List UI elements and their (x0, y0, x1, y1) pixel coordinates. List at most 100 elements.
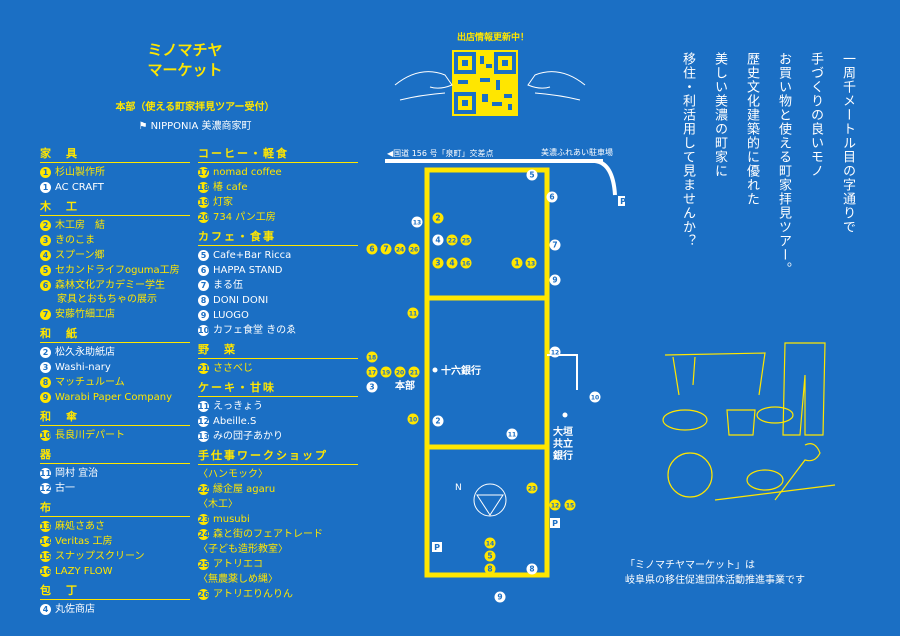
shop-name-wrap: nomad coffee (213, 165, 282, 180)
map-road-side (547, 354, 578, 390)
shop-name: AC CRAFT (55, 182, 104, 193)
map-marker (494, 591, 506, 603)
qr-code[interactable] (452, 50, 518, 116)
map-marker-number: 14 (486, 541, 494, 548)
footer-note: 「ミノマチヤマーケット」は 岐阜県の移住促進団体活動推進事業です (625, 558, 805, 588)
map-marker-number: 16 (462, 261, 470, 268)
qr-code-icon (454, 52, 516, 114)
map-marker (446, 257, 458, 269)
map-marker (549, 499, 561, 511)
shop-name: 〈子ども造形教室〉 (198, 544, 288, 555)
vertical-text-4: 歴史文化建築的に優れた (744, 52, 759, 206)
shop-name-wrap: 長良川デパート (55, 428, 125, 443)
bank2-dot (562, 412, 568, 418)
shop-number-badge: 10 (198, 325, 210, 336)
shop-name-wrap: きのこま (55, 233, 95, 248)
shop-name-wrap: LAZY FLOW (55, 564, 113, 579)
shop-name-wrap: マッチュルーム (55, 375, 125, 390)
qr-caption: 出店情報更新中！ (456, 33, 529, 43)
shop-name: LUOGO (213, 310, 249, 321)
map-marker (432, 234, 444, 246)
map-marker (366, 243, 378, 255)
map-marker (432, 415, 444, 427)
shop-name: 森と街のフェアトレード (213, 529, 323, 540)
shop-name-wrap: 岡村 宜治 (55, 466, 98, 481)
shop-name: 安藤竹細工店 (55, 309, 115, 320)
map-marker-number: 18 (368, 355, 376, 362)
shop-name-wrap: Cafe+Bar Ricca (213, 248, 291, 263)
shop-number-badge: 4 (40, 604, 51, 615)
shop-item: 〈無農薬しめ縄〉 (198, 572, 358, 587)
map-marker-number: 26 (410, 247, 418, 254)
map-marker-number: 6 (369, 245, 374, 254)
shop-name: ささべじ (213, 363, 253, 374)
shop-name-wrap: 〈ハンモック〉 (198, 467, 268, 482)
shop-name-wrap: セカンドライフoguma工房 (55, 263, 180, 278)
map-marker (526, 563, 538, 575)
map-marker (526, 169, 538, 181)
shop-name: 丸佐商店 (55, 604, 95, 615)
shop-name: nomad coffee (213, 167, 282, 178)
shop-name: スプーン郷 (55, 250, 105, 261)
shop-name: マッチュルーム (55, 377, 125, 388)
map-marker (411, 216, 423, 228)
footer-line1: 「ミノマチヤマーケット」は (625, 560, 755, 571)
category-heading: 和 傘 (40, 408, 190, 426)
vertical-text-2: 手づくりの良いモノ (808, 52, 823, 178)
shop-name-wrap: えっきょう (213, 399, 263, 414)
shop-number-badge: 19 (198, 197, 210, 208)
shop-name: Washi-nary (55, 362, 111, 373)
map-marker-number: 15 (566, 503, 574, 510)
shop-number-badge: 13 (40, 521, 52, 532)
map-marker (511, 257, 523, 269)
shop-name-wrap: musubi (213, 512, 250, 527)
shop-name-wrap: 縁企屋 agaru (213, 482, 275, 497)
shop-name: HAPPA STAND (213, 265, 283, 276)
map-marker (484, 563, 496, 575)
shop-number-badge: 5 (198, 250, 209, 261)
category-heading: 和 紙 (40, 325, 190, 343)
shop-name: 麻処さあさ (55, 521, 105, 532)
shop-name-wrap: 安藤竹細工店 (55, 307, 115, 322)
map-marker-number: 25 (462, 238, 470, 245)
vertical-text-3: お買い物と使える町家拝見ツアー。 (776, 52, 791, 276)
map-marker (394, 366, 406, 378)
map-marker (407, 307, 419, 319)
map-marker-number: 4 (435, 236, 440, 245)
map-marker-number: 11 (508, 432, 516, 439)
shop-number-badge: 17 (198, 167, 210, 178)
map-marker (525, 257, 537, 269)
map-road-label: ◀国道 156 号「泉町」交差点 (387, 148, 494, 158)
shop-name-wrap: 森林文化アカデミー学生家具とおもちゃの展示 (55, 278, 165, 307)
map-marker (484, 537, 496, 549)
shop-name-wrap: 〈無農薬しめ縄〉 (198, 572, 278, 587)
map-marker-number: 7 (383, 245, 388, 254)
map-hq-label: 本部 (395, 379, 415, 392)
map-marker-number: 3 (435, 259, 440, 268)
shop-name-wrap: 森と街のフェアトレード (213, 527, 323, 542)
map-marker (380, 243, 392, 255)
bank1-label: 十六銀行 (441, 364, 481, 377)
shop-name: 木工房 結 (55, 220, 105, 231)
shop-name-wrap: Abeille.S (213, 414, 256, 429)
compass: N (455, 483, 507, 517)
map-marker-number: 8 (529, 565, 534, 574)
parking-label: P (434, 543, 440, 552)
category-heading: カフェ・食事 (198, 228, 358, 246)
category-heading: 家 具 (40, 145, 190, 163)
map-marker-number: 20 (396, 370, 404, 377)
map-outer-road (424, 167, 550, 578)
